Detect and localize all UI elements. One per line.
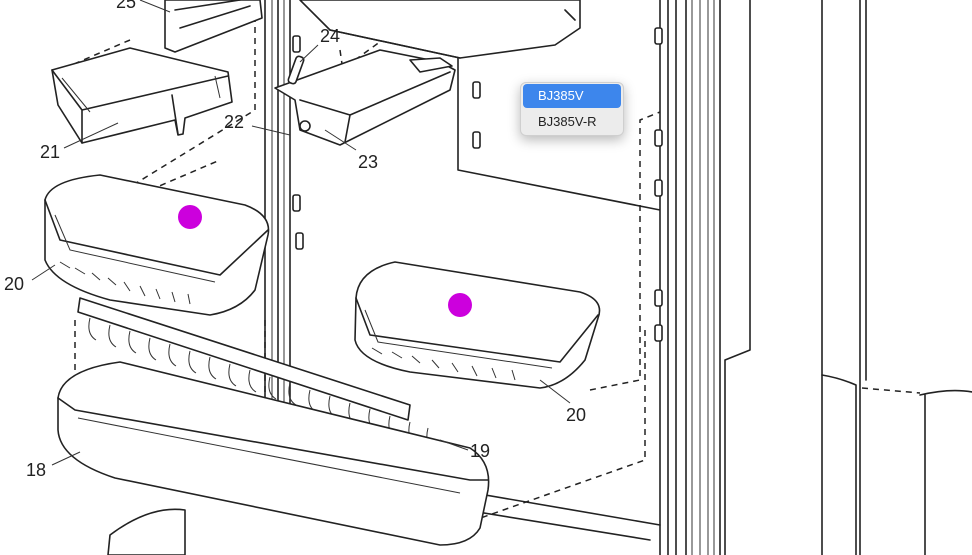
hotspot-marker[interactable] xyxy=(178,205,202,229)
dropdown-option-bj385v[interactable]: BJ385V xyxy=(523,84,621,108)
part-23-bracket xyxy=(274,49,456,146)
callout-20-right: 20 xyxy=(566,405,586,425)
callout-18: 18 xyxy=(26,460,46,480)
callout-21: 21 xyxy=(40,142,60,162)
part-19-bar xyxy=(77,297,435,451)
model-dropdown-menu: BJ385V BJ385V-R xyxy=(520,82,624,136)
callout-19: 19 xyxy=(470,441,490,461)
callout-23: 23 xyxy=(358,152,378,172)
part-25-bin xyxy=(164,0,581,59)
part-18-bin xyxy=(57,361,490,555)
dropdown-option-bj385v-r[interactable]: BJ385V-R xyxy=(538,114,597,129)
hotspot-marker[interactable] xyxy=(448,293,472,317)
part-21-bin xyxy=(51,47,233,144)
callout-25: 25 xyxy=(116,0,136,12)
part-20-bin-left xyxy=(44,174,270,316)
callout-leaders xyxy=(31,0,571,466)
part-20-bin-right xyxy=(354,261,601,389)
callout-24: 24 xyxy=(320,26,340,46)
callout-20-left: 20 xyxy=(4,274,24,294)
callout-22: 22 xyxy=(224,112,244,132)
